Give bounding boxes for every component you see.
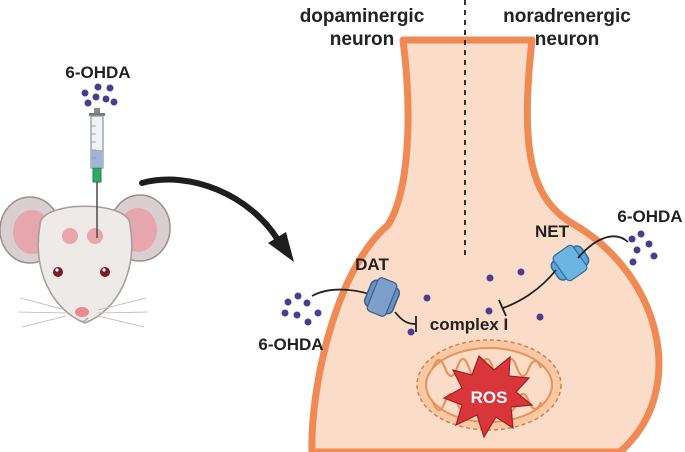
inhibition-lines (394, 269, 557, 332)
header-noradrenergic-line2: neuron (535, 29, 599, 50)
header-dopaminergic-line2: neuron (330, 29, 394, 50)
complex-i-label: complex I (430, 315, 508, 334)
header-dopaminergic-line1: dopaminergic (300, 6, 425, 27)
toxin-label-top: 6-OHDA (65, 63, 130, 82)
mouse-icon (0, 194, 171, 328)
dat-label: DAT (355, 255, 389, 274)
molecule-cluster-right (628, 230, 658, 266)
molecules-intracellular (407, 268, 544, 336)
net-label: NET (535, 222, 570, 241)
molecule-cluster-left (281, 292, 322, 326)
dat-transporter (363, 277, 401, 317)
net-uptake-line (577, 235, 629, 259)
ros-label: ROS (471, 388, 508, 407)
net-transporter (550, 244, 590, 282)
neuron-terminal (308, 0, 663, 452)
toxin-label-left: 6-OHDA (258, 335, 323, 354)
ros-burst-icon (442, 354, 534, 439)
header-noradrenergic-line1: noradrenergic (503, 6, 631, 27)
toxin-label-right: 6-OHDA (617, 207, 682, 226)
curved-arrow-icon (139, 176, 294, 262)
molecule-cluster-top (81, 83, 118, 107)
syringe-icon (89, 108, 105, 238)
